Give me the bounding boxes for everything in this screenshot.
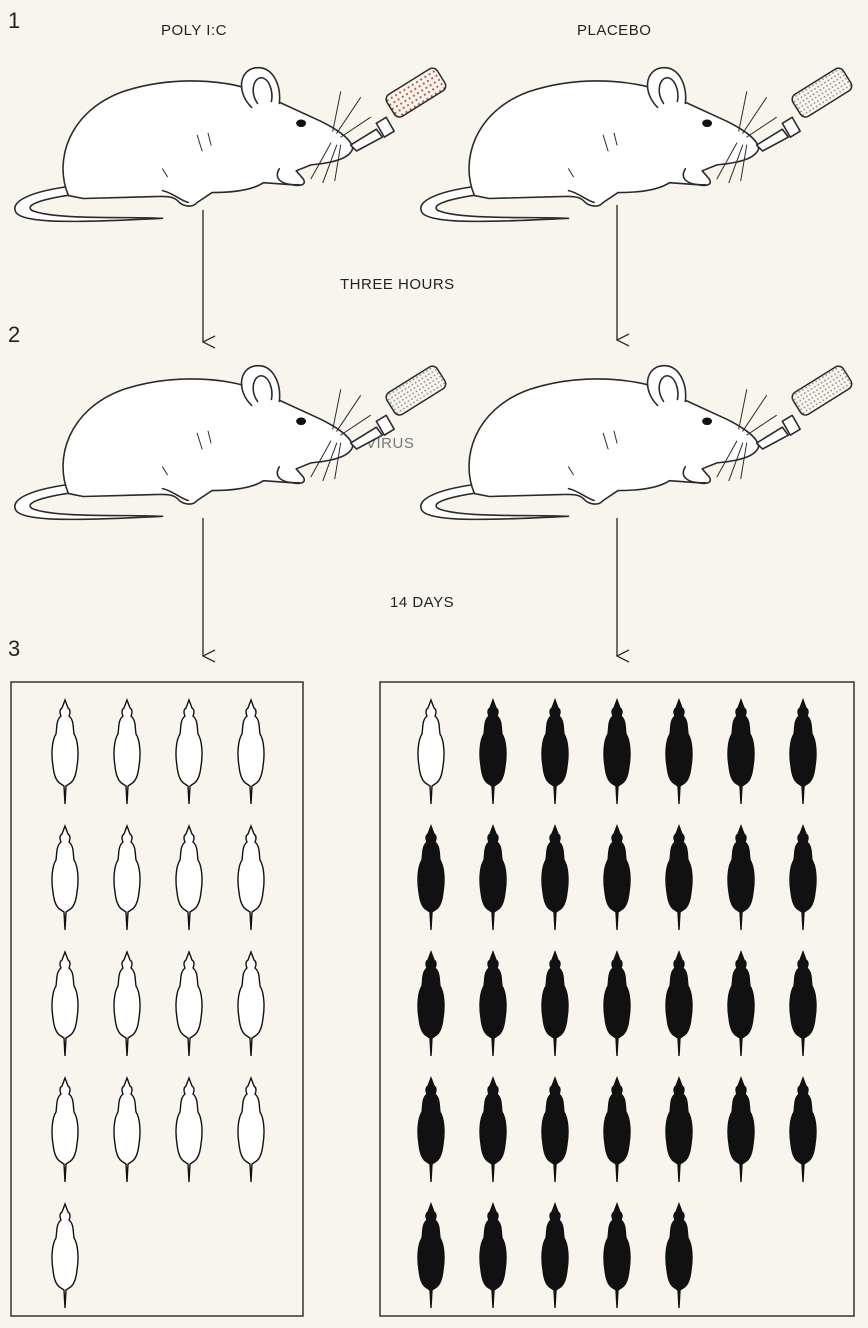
poly-ic-mouse-survived (176, 952, 202, 1056)
poly-ic-mouse-survived (176, 1078, 202, 1182)
placebo-mouse-died (604, 1078, 630, 1182)
poly-ic-mouse-survived (176, 700, 202, 804)
placebo-mouse-died (790, 1078, 816, 1182)
placebo-mouse-died (604, 826, 630, 930)
placebo-mouse-died (480, 826, 506, 930)
mouse-poly-ic-step1 (15, 66, 448, 221)
mouse-placebo-step1 (421, 66, 854, 221)
placebo-mouse-died (604, 700, 630, 804)
placebo-mouse-died (790, 700, 816, 804)
placebo-mouse-died (728, 826, 754, 930)
poly-ic-mouse-survived (52, 1204, 78, 1308)
placebo-mouse-survived (418, 700, 444, 804)
placebo-mouse-died (666, 1078, 692, 1182)
placebo-mouse-died (418, 952, 444, 1056)
poly-ic-mouse-survived (238, 826, 264, 930)
placebo-mouse-died (418, 1204, 444, 1308)
placebo-mouse-died (790, 826, 816, 930)
placebo-mouse-died (480, 1078, 506, 1182)
poly-ic-mouse-survived (114, 826, 140, 930)
placebo-mouse-died (542, 952, 568, 1056)
mouse-placebo-step2 (421, 364, 854, 519)
placebo-mouse-died (542, 1204, 568, 1308)
placebo-mouse-died (728, 952, 754, 1056)
placebo-mouse-died (790, 952, 816, 1056)
poly-ic-mouse-survived (238, 952, 264, 1056)
poly-ic-mouse-survived (52, 700, 78, 804)
placebo-mouse-died (728, 700, 754, 804)
poly-ic-mouse-survived (114, 700, 140, 804)
placebo-mouse-died (666, 826, 692, 930)
poly-ic-mice-grid (52, 700, 264, 1308)
poly-ic-mouse-survived (238, 700, 264, 804)
placebo-mouse-died (418, 826, 444, 930)
mouse-poly-ic-step2 (15, 364, 448, 519)
poly-ic-mouse-survived (52, 1078, 78, 1182)
poly-ic-mouse-survived (176, 826, 202, 930)
poly-ic-mouse-survived (52, 826, 78, 930)
placebo-mice-grid (418, 700, 816, 1308)
placebo-mouse-died (728, 1078, 754, 1182)
placebo-mouse-died (542, 826, 568, 930)
placebo-mouse-died (542, 1078, 568, 1182)
poly-ic-mouse-survived (52, 952, 78, 1056)
placebo-mouse-died (666, 952, 692, 1056)
placebo-mouse-died (604, 952, 630, 1056)
placebo-mouse-died (542, 700, 568, 804)
poly-ic-mouse-survived (114, 1078, 140, 1182)
placebo-mouse-died (666, 700, 692, 804)
placebo-mouse-died (480, 700, 506, 804)
placebo-mouse-died (418, 1078, 444, 1182)
placebo-mouse-died (480, 1204, 506, 1308)
poly-ic-mouse-survived (238, 1078, 264, 1182)
placebo-mouse-died (666, 1204, 692, 1308)
placebo-mouse-died (604, 1204, 630, 1308)
poly-ic-mouse-survived (114, 952, 140, 1056)
placebo-mouse-died (480, 952, 506, 1056)
